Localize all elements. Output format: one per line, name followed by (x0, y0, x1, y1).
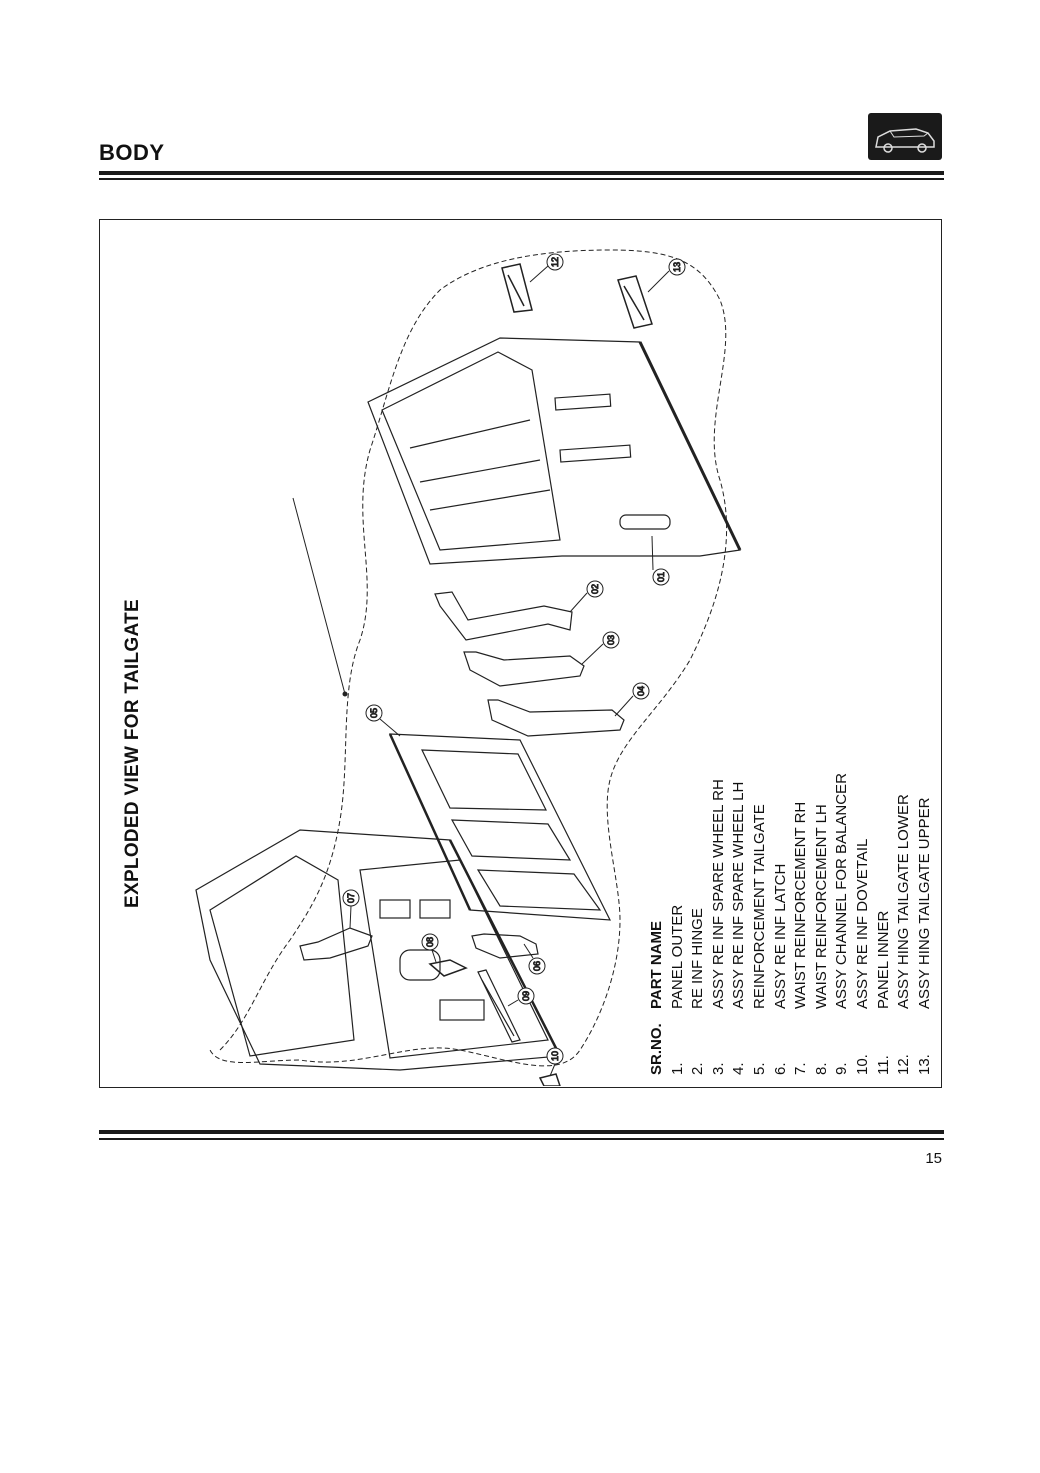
part-05-reinforcement-tailgate (388, 733, 612, 921)
part-name-cell: ASSY RE INF SPARE WHEEL RH (709, 779, 727, 1009)
part-13-hinge-upper (617, 275, 653, 329)
parts-table-header-row: SR.NO. PART NAME (647, 773, 668, 1075)
callout-label: 04 (636, 686, 646, 696)
table-row: 3. ASSY RE INF SPARE WHEEL RH (709, 773, 730, 1075)
callout-label: 08 (425, 937, 435, 947)
header-rule-thick (99, 171, 944, 175)
callout-09: 09 (507, 987, 535, 1007)
callout-10: 10 (546, 1047, 564, 1077)
part-07-waist-reinforcement-rh (299, 927, 373, 961)
table-row: 12. ASSY HING TAILGATE LOWER (894, 773, 915, 1075)
part-name-cell: PANEL OUTER (668, 904, 686, 1009)
table-row: 11. PANEL INNER (874, 773, 895, 1075)
table-row: 13. ASSY HING TAILGATE UPPER (915, 773, 936, 1075)
table-row: 8. WAIST REINFORCEMENT LH (812, 773, 833, 1075)
part-name-cell: WAIST REINFORCEMENT LH (812, 804, 830, 1009)
sr-no-cell: 5. (750, 1062, 768, 1075)
sr-no-cell: 11. (874, 1055, 892, 1075)
part-11-panel-inner (195, 829, 562, 1071)
part-name-cell: ASSY RE INF LATCH (771, 863, 789, 1009)
callout-label: 06 (532, 961, 542, 971)
table-row: 9. ASSY CHANNEL FOR BALANCER (832, 773, 853, 1075)
sr-no-cell: 1. (668, 1062, 686, 1075)
callout-03: 03 (581, 631, 620, 665)
callout-05: 05 (365, 704, 401, 737)
tailgate-exploded-diagram: 01 02 03 04 05 06 07 08 09 10 11 12 13 (195, 249, 742, 1086)
sr-no-cell: 6. (771, 1062, 789, 1075)
diagram-frame (99, 219, 942, 1088)
part-09-channel-balancer (477, 969, 521, 1043)
vehicle-logo-icon (868, 113, 942, 160)
callout-label: 05 (369, 708, 379, 718)
part-06-reinf-latch (471, 933, 539, 959)
page-header-title: BODY (99, 140, 165, 165)
column-header-sr-no: SR.NO. (648, 1023, 665, 1075)
table-row: 6. ASSY RE INF LATCH (771, 773, 792, 1075)
part-03-spare-wheel-rh (463, 651, 585, 687)
part-08-waist-reinforcement-lh (428, 959, 468, 977)
callout-13: 13 (647, 258, 686, 293)
part-name-cell: ASSY RE INF SPARE WHEEL LH (730, 781, 748, 1009)
callout-06: 06 (523, 943, 546, 975)
callout-label: 13 (672, 262, 682, 272)
sr-no-cell: 2. (689, 1062, 707, 1075)
table-row: 4. ASSY RE INF SPARE WHEEL LH (729, 773, 750, 1075)
part-name-cell: ASSY CHANNEL FOR BALANCER (833, 773, 851, 1009)
footer-rule-thin (99, 1138, 944, 1140)
header-rule-thin (99, 178, 944, 180)
sr-no-cell: 9. (833, 1062, 851, 1075)
callout-label: 03 (606, 635, 616, 645)
footer-rule-thick (99, 1130, 944, 1134)
parts-list-table: SR.NO. PART NAME 1. PANEL OUTER 2. RE INF … (647, 773, 935, 1075)
callout-12: 12 (529, 253, 564, 283)
callout-02: 02 (569, 580, 604, 613)
part-name-cell: ASSY RE INF DOVETAIL (853, 838, 871, 1009)
page-number: 15 (925, 1150, 942, 1167)
callout-label: 01 (656, 572, 666, 582)
callout-label: 09 (521, 991, 531, 1001)
sr-no-cell: 7. (792, 1062, 810, 1075)
callout-04: 04 (614, 682, 650, 717)
sr-no-cell: 3. (709, 1062, 727, 1075)
table-row: 2. RE INF HINGE (688, 773, 709, 1075)
part-12-hinge-lower (501, 263, 533, 313)
callout-label: 02 (590, 584, 600, 594)
diagram-boundary-outline (209, 249, 728, 1067)
part-name-cell: ASSY HING TAILGATE LOWER (895, 794, 913, 1009)
table-row: 10. ASSY RE INF DOVETAIL (853, 773, 874, 1075)
callout-label: 10 (550, 1051, 560, 1061)
part-name-cell: ASSY HING TAILGATE UPPER (915, 797, 933, 1009)
sr-no-cell: 10. (853, 1054, 871, 1075)
part-02-reinf-hinge (434, 591, 573, 641)
part-04-spare-wheel-lh (487, 699, 625, 737)
table-row: 7. WAIST REINFORCEMENT RH (791, 773, 812, 1075)
sr-no-cell: 4. (730, 1062, 748, 1075)
column-header-part-name: PART NAME (648, 920, 665, 1009)
table-row: 5. REINFORCEMENT TAILGATE (750, 773, 771, 1075)
table-row: 1. PANEL OUTER (668, 773, 689, 1075)
callout-label: 12 (550, 257, 560, 267)
part-name-cell: WAIST REINFORCEMENT RH (792, 801, 810, 1009)
diagram-title: EXPLODED VIEW FOR TAILGATE (122, 599, 143, 908)
callout-08: 08 (421, 933, 439, 963)
sr-no-cell: 8. (812, 1062, 830, 1075)
part-01-panel-outer (367, 337, 742, 565)
sr-no-cell: 13. (915, 1054, 933, 1075)
callout-label: 07 (346, 893, 356, 903)
sr-no-cell: 12. (895, 1054, 913, 1075)
callout-markers: 01 02 03 04 05 06 07 08 09 10 11 12 13 (342, 253, 686, 1077)
part-name-cell: PANEL INNER (874, 910, 892, 1009)
callout-07: 07 (342, 889, 360, 929)
part-name-cell: RE INF HINGE (689, 908, 707, 1009)
part-name-cell: REINFORCEMENT TAILGATE (750, 804, 768, 1009)
callout-01: 01 (651, 535, 670, 586)
